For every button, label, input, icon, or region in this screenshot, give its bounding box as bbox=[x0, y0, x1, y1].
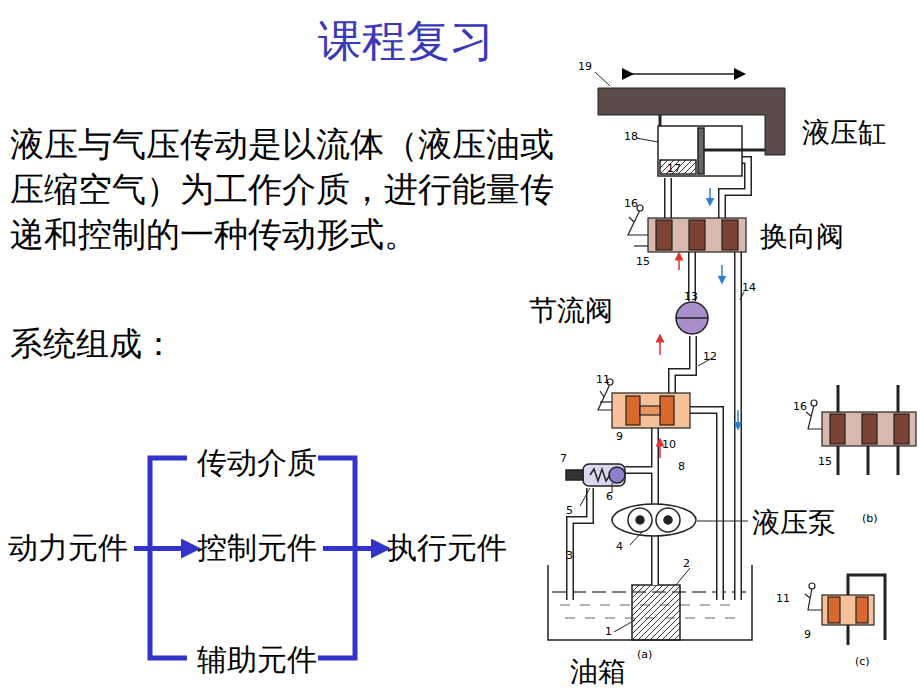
callout-number: 10 bbox=[662, 438, 676, 451]
callout-number: 16 bbox=[793, 400, 807, 413]
callout-number: 14 bbox=[742, 281, 756, 294]
callout-number: (c) bbox=[855, 655, 870, 668]
component-label: 辅助元件 bbox=[197, 640, 317, 681]
component-term: 动力元件 bbox=[4, 526, 132, 571]
callout-number: 19 bbox=[578, 60, 592, 73]
component-term: 传动介质 bbox=[193, 441, 321, 486]
part-name: 液压缸 bbox=[800, 114, 888, 152]
directional-valve bbox=[628, 205, 746, 252]
intro-paragraph: 液压与气压传动是以流体（液压油或压缩空气）为工作介质，进行能量传递和控制的一种传… bbox=[10, 122, 560, 257]
part-name: 换向阀 bbox=[758, 218, 846, 256]
side-figure-b bbox=[806, 385, 916, 475]
callout-number: 9 bbox=[616, 430, 623, 443]
callout-number: 17 bbox=[667, 162, 681, 175]
callout-number: 1 bbox=[605, 625, 612, 638]
callout-number: 11 bbox=[596, 373, 610, 386]
side-figure-c bbox=[805, 575, 885, 645]
component-term: 辅助元件 bbox=[193, 638, 321, 683]
component-label: 控制元件 bbox=[197, 528, 317, 569]
callout-number: 11 bbox=[776, 592, 790, 605]
flow-arrows bbox=[660, 188, 738, 458]
callout-number: 9 bbox=[804, 628, 811, 641]
callout-number: 6 bbox=[606, 490, 613, 503]
worktable bbox=[598, 88, 785, 155]
callout-number: 13 bbox=[684, 290, 698, 303]
callout-number: 18 bbox=[624, 130, 638, 143]
part-name: 节流阀 bbox=[527, 292, 615, 330]
callout-number: (a) bbox=[637, 648, 652, 661]
callout-number: 4 bbox=[616, 540, 623, 553]
part-name: 油箱 bbox=[568, 653, 628, 690]
component-term: 执行元件 bbox=[383, 526, 511, 571]
callout-number: 12 bbox=[703, 350, 717, 363]
filter bbox=[632, 585, 680, 640]
flow-arrow bbox=[323, 546, 381, 551]
component-term: 控制元件 bbox=[193, 526, 321, 571]
section-heading: 系统组成： bbox=[10, 322, 175, 367]
callout-number: 5 bbox=[566, 504, 573, 517]
component-label: 执行元件 bbox=[387, 528, 507, 569]
bracket bbox=[150, 458, 355, 658]
callout-number: 16 bbox=[624, 197, 638, 210]
throttle-valve bbox=[676, 302, 708, 334]
callout-number: (b) bbox=[862, 512, 878, 525]
motion-arrow bbox=[628, 73, 740, 75]
component-label: 动力元件 bbox=[8, 528, 128, 569]
valve-9 bbox=[598, 379, 690, 428]
pump bbox=[612, 504, 696, 536]
component-label: 传动介质 bbox=[197, 443, 317, 484]
callout-number: 2 bbox=[683, 557, 690, 570]
callout-number: 15 bbox=[818, 455, 832, 468]
callout-number: 7 bbox=[560, 452, 567, 465]
cylinder bbox=[658, 115, 765, 176]
callout-number: 3 bbox=[566, 549, 573, 562]
callout-number: 15 bbox=[636, 255, 650, 268]
part-name: 液压泵 bbox=[750, 504, 838, 542]
leader-lines bbox=[580, 72, 748, 632]
callout-number: 8 bbox=[678, 460, 685, 473]
slide-title: 课程复习 bbox=[318, 12, 494, 71]
flow-arrow bbox=[134, 546, 191, 551]
pipes bbox=[570, 160, 748, 600]
relief-valve bbox=[566, 464, 625, 486]
